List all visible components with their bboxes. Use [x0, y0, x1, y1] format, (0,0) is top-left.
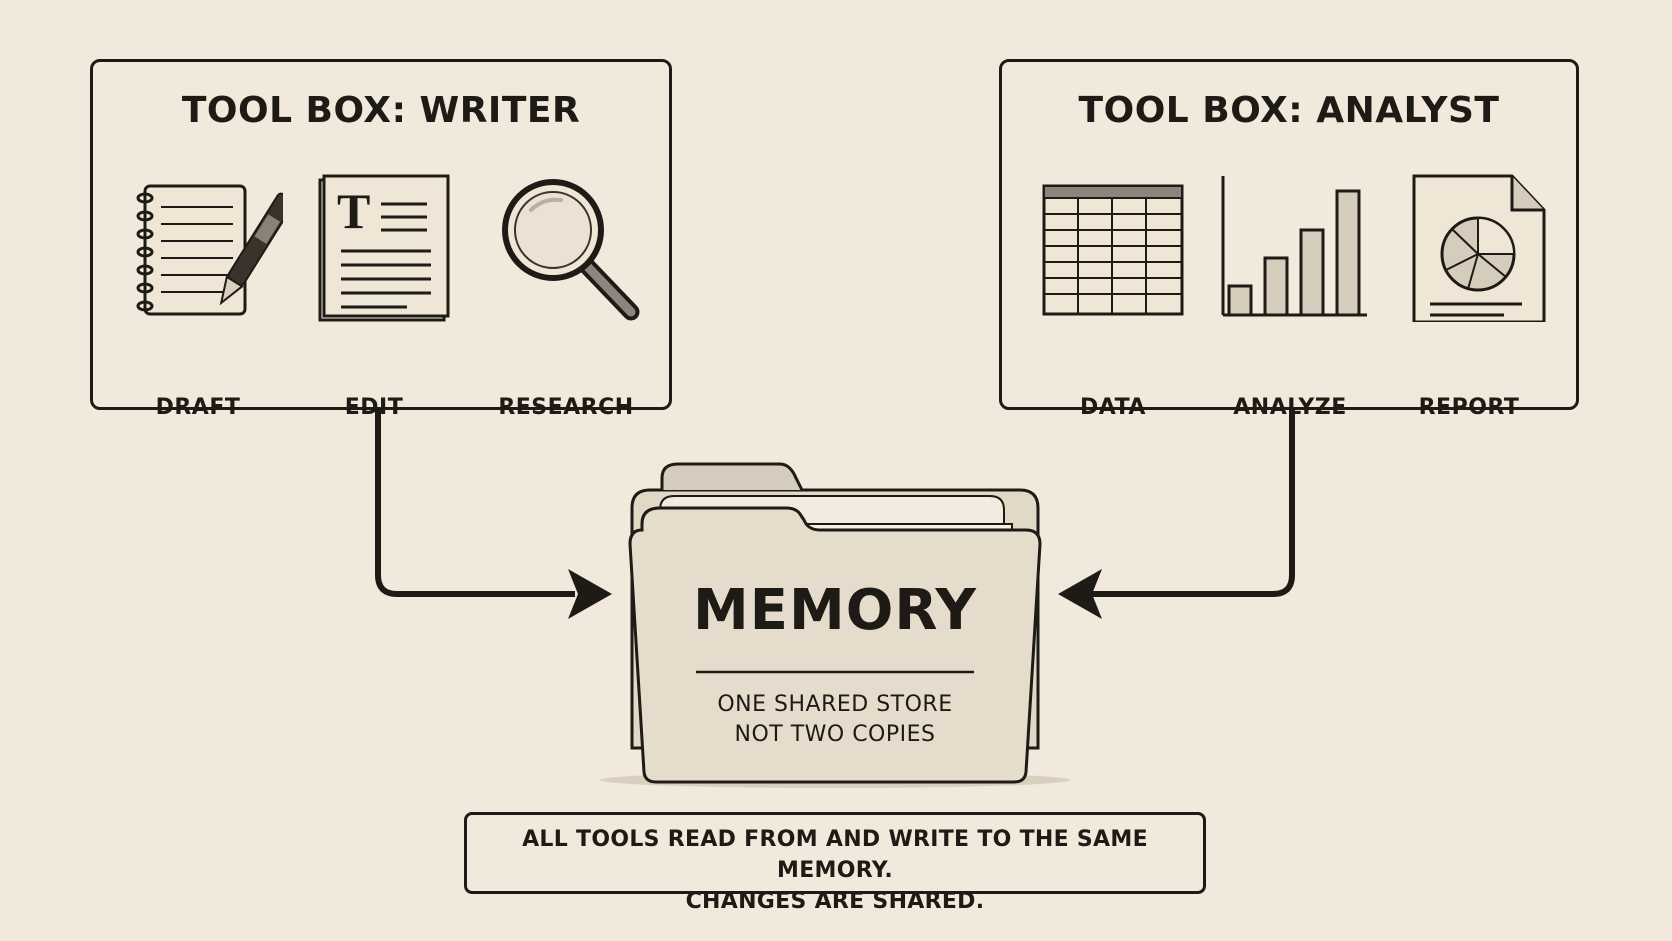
bar-chart-icon	[1221, 176, 1367, 317]
toolbox-writer-title: TOOL BOX: WRITER	[181, 90, 581, 131]
tool-research-label: RESEARCH	[498, 395, 634, 420]
analyst-arrowhead	[1058, 569, 1102, 619]
tool-analyze: ANALYZE	[1205, 172, 1375, 420]
memory-title: MEMORY	[693, 578, 977, 643]
caption-line2: CHANGES ARE SHARED.	[685, 889, 985, 914]
notebook-pen-icon	[136, 184, 283, 316]
tool-report: REPORT	[1384, 172, 1554, 420]
tool-data-label: DATA	[1080, 395, 1146, 420]
tool-analyze-label: ANALYZE	[1233, 395, 1347, 420]
tool-edit-label: EDIT	[344, 395, 404, 420]
tool-report-label: REPORT	[1418, 395, 1520, 420]
caption-line1: ALL TOOLS READ FROM AND WRITE TO THE SAM…	[522, 827, 1148, 883]
tool-research: RESEARCH	[481, 172, 651, 420]
writer-to-memory-line	[375, 410, 575, 597]
memory-subtitle-line2: NOT TWO COPIES	[734, 722, 936, 747]
tool-draft: DRAFT	[113, 172, 283, 420]
analyst-to-memory-line	[1090, 410, 1295, 597]
tool-draft-label: DRAFT	[155, 395, 241, 420]
toolbox-analyst-title: TOOL BOX: ANALYST	[1078, 90, 1500, 131]
spreadsheet-icon	[1042, 184, 1184, 316]
caption-box: ALL TOOLS READ FROM AND WRITE TO THE SAM…	[464, 812, 1206, 914]
text-document-icon: T	[318, 174, 450, 322]
writer-arrowhead	[568, 569, 612, 619]
toolbox-writer: TOOL BOX: WRITER DRAFT	[90, 59, 672, 420]
svg-text:T: T	[337, 183, 370, 239]
tool-data: DATA	[1028, 172, 1198, 420]
pie-chart-report-icon	[1412, 174, 1546, 322]
magnifying-glass-icon	[502, 179, 640, 321]
memory-subtitle-line1: ONE SHARED STORE	[717, 692, 953, 717]
tool-edit: T EDIT	[289, 172, 459, 420]
toolbox-analyst: TOOL BOX: ANALYST DATA A	[999, 59, 1579, 420]
